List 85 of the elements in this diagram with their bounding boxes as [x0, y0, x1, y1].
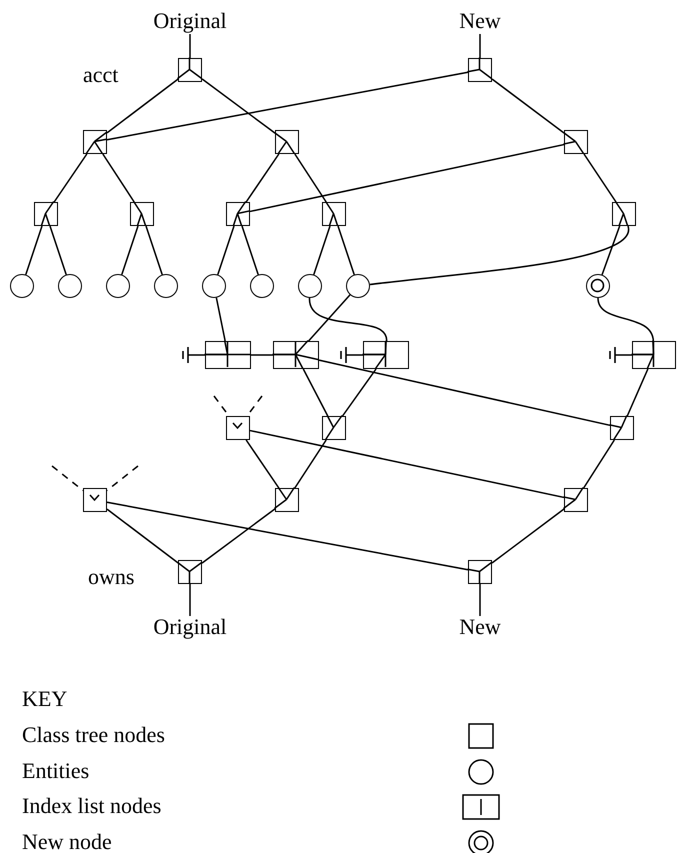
tree-root-label: Original: [148, 10, 232, 34]
class-tree-node: [564, 130, 588, 154]
class-tree-node: [322, 416, 346, 440]
connector-line: [189, 34, 191, 58]
class-tree-node: [83, 130, 107, 154]
index-list-node: [205, 341, 251, 369]
connector-line: [342, 368, 377, 416]
index-list-node: [363, 341, 409, 369]
connector-line: [318, 359, 610, 426]
connector-line: [479, 584, 481, 616]
legend-label: Class tree nodes: [22, 724, 165, 746]
entity-circle: [106, 274, 130, 298]
connector-line: [308, 298, 388, 342]
tree-root-label: Original: [148, 616, 232, 640]
connector-line: [216, 298, 226, 342]
class-tree-node: [275, 130, 299, 154]
legend-heading: KEY: [22, 688, 68, 710]
connector-line: [106, 78, 178, 134]
connector-line: [492, 508, 564, 564]
class-tree-node: [178, 560, 202, 584]
legend-label: Entities: [22, 760, 90, 782]
connector-line: [583, 154, 617, 202]
connector-line: [246, 440, 280, 488]
connector-line: [217, 226, 235, 275]
class-tree-node: [34, 202, 58, 226]
dashed-line: [52, 465, 84, 492]
node-label: owns: [88, 566, 134, 588]
class-tree-node: [130, 202, 154, 226]
entity-circle: [10, 274, 34, 298]
connector-line: [246, 154, 280, 202]
entity-circle: [298, 274, 322, 298]
connector-line: [337, 226, 355, 275]
legend-label: New node: [22, 830, 112, 852]
connector-line: [250, 430, 564, 498]
connector-line: [106, 502, 468, 570]
connector-line: [121, 226, 139, 275]
connector-line: [479, 34, 481, 58]
connector-line: [601, 226, 620, 275]
class-tree-node: [564, 488, 588, 512]
connector-line: [308, 294, 351, 342]
class-tree-node: [468, 58, 492, 82]
class-tree-node: [275, 488, 299, 512]
legend-label: Index list nodes: [22, 795, 162, 817]
tree-root-label: New: [456, 10, 504, 34]
connector-line: [626, 368, 649, 416]
entity-circle: [346, 274, 370, 298]
entity-circle: [58, 274, 82, 298]
connector-line: [302, 368, 328, 416]
dashed-line: [106, 465, 138, 492]
connector-line: [102, 154, 135, 202]
index-list-node: [632, 341, 676, 369]
connector-line: [202, 508, 276, 564]
class-tree-node: [610, 416, 634, 440]
connector-line: [189, 584, 191, 616]
connector-line: [294, 440, 327, 488]
new-node-circle: [586, 274, 610, 298]
connector-line: [597, 298, 654, 342]
connector-line: [54, 154, 88, 202]
connector-line: [294, 154, 327, 202]
connector-line: [370, 226, 629, 286]
entity-circle: [250, 274, 274, 298]
entity-circle: [154, 274, 178, 298]
connector-line: [251, 354, 273, 356]
entity-circle: [202, 274, 226, 298]
class-tree-node: [83, 488, 107, 512]
connector-line: [145, 226, 163, 275]
connector-line: [202, 78, 276, 134]
class-tree-node: [226, 202, 250, 226]
class-tree-node: [178, 58, 202, 82]
connector-line: [250, 144, 564, 212]
connector-line: [492, 78, 564, 134]
connector-line: [241, 226, 259, 275]
tree-root-label: New: [456, 616, 504, 640]
connector-line: [313, 226, 331, 275]
node-label: acct: [83, 64, 118, 86]
connector-line: [106, 508, 178, 564]
connector-line: [583, 440, 615, 488]
class-tree-node: [468, 560, 492, 584]
connector-line: [106, 72, 468, 140]
connector-line: [25, 226, 43, 275]
class-tree-node: [322, 202, 346, 226]
class-tree-node: [226, 416, 250, 440]
connector-line: [49, 226, 67, 275]
class-tree-node: [612, 202, 636, 226]
index-list-node: [273, 341, 319, 369]
